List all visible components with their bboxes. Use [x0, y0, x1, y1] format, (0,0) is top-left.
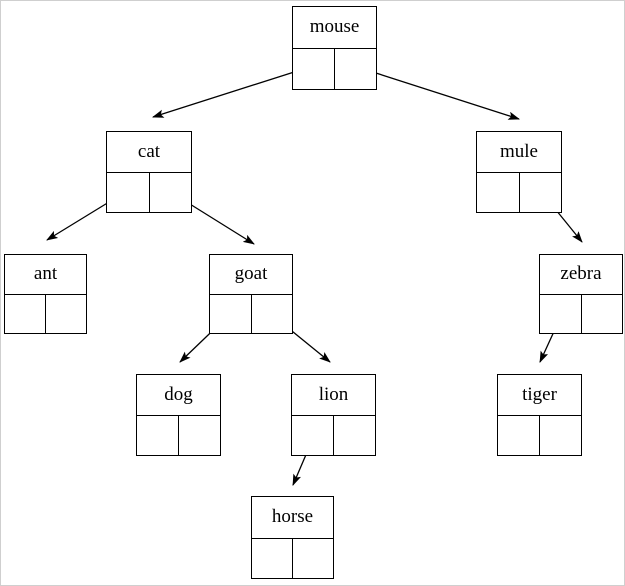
tree-node-pointer-cells — [477, 173, 561, 212]
tree-node-label: cat — [107, 132, 191, 174]
left-pointer-cell[interactable] — [477, 173, 520, 212]
right-pointer-cell[interactable] — [520, 173, 562, 212]
left-pointer-cell[interactable] — [292, 416, 334, 455]
tree-node-pointer-cells — [292, 416, 375, 455]
left-pointer-cell[interactable] — [252, 538, 293, 578]
right-pointer-cell[interactable] — [46, 295, 86, 333]
right-pointer-cell[interactable] — [582, 295, 623, 333]
left-pointer-cell[interactable] — [107, 173, 150, 212]
tree-node-pointer-cells — [5, 295, 86, 333]
left-pointer-cell[interactable] — [540, 295, 582, 333]
tree-node-label: lion — [292, 375, 375, 417]
tree-node-ant[interactable]: ant — [4, 254, 87, 334]
tree-node-tiger[interactable]: tiger — [497, 374, 582, 456]
left-pointer-cell[interactable] — [137, 416, 179, 455]
right-pointer-cell[interactable] — [334, 416, 375, 455]
tree-node-pointer-cells — [210, 295, 292, 333]
tree-node-zebra[interactable]: zebra — [539, 254, 623, 334]
left-pointer-cell[interactable] — [5, 295, 46, 333]
tree-node-pointer-cells — [107, 173, 191, 212]
tree-node-mouse[interactable]: mouse — [292, 6, 377, 90]
tree-node-label: mule — [477, 132, 561, 174]
tree-node-dog[interactable]: dog — [136, 374, 221, 456]
tree-node-label: ant — [5, 255, 86, 296]
left-pointer-cell[interactable] — [210, 295, 252, 333]
tree-node-mule[interactable]: mule — [476, 131, 562, 213]
tree-node-pointer-cells — [252, 538, 333, 578]
right-pointer-cell[interactable] — [293, 539, 333, 578]
left-pointer-cell[interactable] — [293, 49, 335, 89]
right-pointer-cell[interactable] — [150, 173, 192, 212]
tree-node-pointer-cells — [293, 49, 376, 89]
tree-node-goat[interactable]: goat — [209, 254, 293, 334]
right-pointer-cell[interactable] — [335, 49, 376, 89]
edge-mouse-to-mule — [353, 65, 520, 120]
tree-node-pointer-cells — [540, 295, 622, 333]
edge-mouse-to-cat — [152, 65, 314, 118]
tree-node-label: horse — [252, 497, 333, 539]
tree-node-pointer-cells — [498, 416, 581, 455]
tree-node-label: dog — [137, 375, 220, 417]
tree-node-label: tiger — [498, 375, 581, 417]
tree-node-label: mouse — [293, 7, 376, 50]
right-pointer-cell[interactable] — [540, 416, 581, 455]
tree-node-label: zebra — [540, 255, 622, 296]
tree-node-label: goat — [210, 255, 292, 296]
tree-node-pointer-cells — [137, 416, 220, 455]
tree-node-cat[interactable]: cat — [106, 131, 192, 213]
right-pointer-cell[interactable] — [179, 416, 220, 455]
tree-node-lion[interactable]: lion — [291, 374, 376, 456]
left-pointer-cell[interactable] — [498, 416, 540, 455]
right-pointer-cell[interactable] — [252, 295, 293, 333]
tree-node-horse[interactable]: horse — [251, 496, 334, 579]
